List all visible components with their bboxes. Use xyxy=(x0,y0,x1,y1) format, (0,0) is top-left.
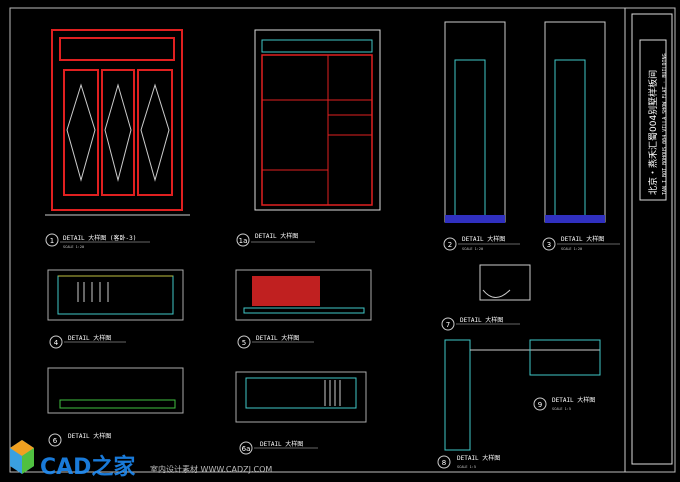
detail-1a-wardrobe-interior xyxy=(254,29,381,211)
detail-title: DETAIL 大样图 (客卧-3) xyxy=(63,234,136,242)
detail-number: 9 xyxy=(538,401,542,409)
detail-scale: SCALE 1:20 xyxy=(462,247,483,251)
detail-label-1: 1 DETAIL 大样图 (客卧-3) SCALE 1:20 xyxy=(45,233,150,249)
detail-scale: SCALE 1:20 xyxy=(63,245,84,249)
detail-8-section xyxy=(444,339,600,451)
detail-number: 8 xyxy=(442,459,446,467)
detail-2-section xyxy=(444,21,506,223)
detail-label-3: 3 DETAIL 大样图 SCALE 1:20 xyxy=(542,235,620,251)
detail-title: DETAIL 大样图 xyxy=(457,454,500,462)
detail-number: 1a xyxy=(239,237,248,245)
sheet-border xyxy=(9,7,676,473)
detail-number: 5 xyxy=(242,339,246,347)
cad-home-watermark-logo: CAD之家 室内设计素材 WWW.CADZJ.COM xyxy=(10,440,272,480)
detail-number: 6 xyxy=(53,437,58,445)
detail-number: 1 xyxy=(50,237,54,245)
project-title-frame xyxy=(639,39,667,201)
detail-7-section xyxy=(479,264,531,301)
detail-scale: SCALE 1:5 xyxy=(457,465,476,469)
detail-1-wardrobe-door xyxy=(45,29,190,216)
detail-title: DETAIL 大样图 xyxy=(260,440,303,448)
detail-title: DETAIL 大样图 xyxy=(256,334,299,342)
detail-label-5: 5 DETAIL 大样图 xyxy=(237,334,314,349)
detail-5-plan xyxy=(235,269,372,321)
project-title-cn: 北京・燕禾汇蜀004别墅样板间 xyxy=(647,70,659,195)
detail-3-section xyxy=(544,21,606,223)
detail-label-4: 4 DETAIL 大样图 xyxy=(49,334,126,349)
detail-number: 6a xyxy=(242,445,251,453)
detail-title: DETAIL 大样图 xyxy=(460,316,503,324)
detail-9-section xyxy=(529,339,601,376)
detail-6-plan xyxy=(47,367,184,414)
detail-title: DETAIL 大样图 xyxy=(68,432,111,440)
detail-6a-plan xyxy=(235,371,367,423)
detail-label-2: 2 DETAIL 大样图 SCALE 1:20 xyxy=(443,235,520,251)
project-title-en: TAN I BOT BOHOUS 004 VILLA SHOW FLAT · B… xyxy=(662,54,668,195)
detail-label-8: 8 DETAIL 大样图 SCALE 1:5 xyxy=(437,454,500,469)
detail-title: DETAIL 大样图 xyxy=(552,396,595,404)
detail-number: 7 xyxy=(446,321,450,329)
detail-number: 2 xyxy=(448,241,452,249)
detail-label-6: 6 DETAIL 大样图 xyxy=(48,432,111,447)
detail-scale: SCALE 1:5 xyxy=(552,407,571,411)
detail-number: 3 xyxy=(547,241,551,249)
detail-title: DETAIL 大样图 xyxy=(255,232,298,240)
watermark-sub: 室内设计素材 WWW.CADZJ.COM xyxy=(150,464,272,474)
detail-label-6a: 6a DETAIL 大样图 xyxy=(239,440,318,455)
detail-label-7: 7 DETAIL 大样图 xyxy=(441,316,520,331)
title-block xyxy=(631,13,673,465)
detail-title: DETAIL 大样图 xyxy=(462,235,505,243)
detail-number: 4 xyxy=(54,339,59,347)
detail-4-plan xyxy=(47,269,184,321)
detail-title: DETAIL 大样图 xyxy=(68,334,111,342)
detail-title: DETAIL 大样图 xyxy=(561,235,604,243)
watermark-brand: CAD之家 xyxy=(40,454,136,480)
detail-scale: SCALE 1:20 xyxy=(561,247,582,251)
detail-label-1a: 1a DETAIL 大样图 xyxy=(236,232,315,247)
detail-label-9: 9 DETAIL 大样图 SCALE 1:5 xyxy=(533,396,595,411)
